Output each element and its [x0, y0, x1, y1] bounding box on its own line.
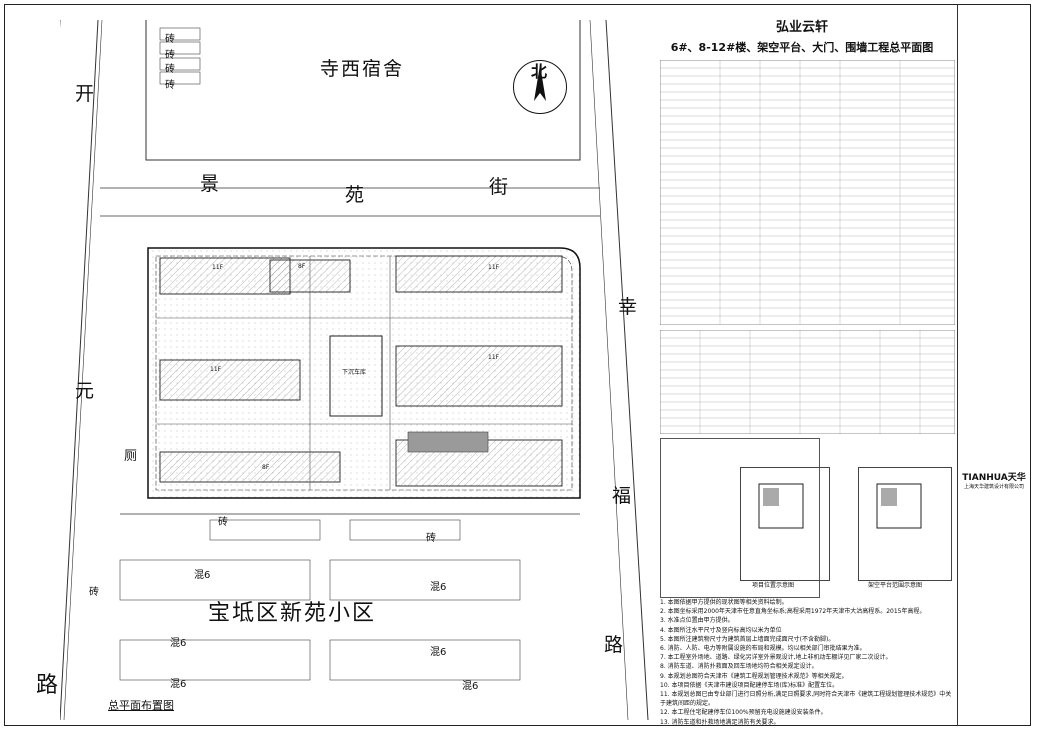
north-block-boundary — [145, 20, 581, 161]
keyplan-platform-drawing — [876, 483, 922, 529]
south-house-4 — [329, 639, 521, 681]
note-9: 9. 本规划总图符合天津市《建筑工程规划管理技术规范》等相关规定。 — [660, 672, 848, 680]
keyplan-platform-caption: 架空平台范围示意图 — [868, 582, 923, 589]
note-10: 10. 本项目依据《天津市建设项目配建停车场(库)标准》配置车位。 — [660, 681, 839, 689]
company-name-en: TIANHUA天华 — [962, 473, 1026, 483]
building-11f-ne — [395, 255, 563, 293]
building-8f-sw — [159, 451, 341, 483]
company-name-cn: 上海天华建筑设计有限公司 — [963, 484, 1024, 490]
keyplan-platform — [858, 467, 952, 581]
note-1: 1. 本图依据甲方提供的现状图等相关资料绘制。 — [660, 599, 788, 606]
building-11f-e — [395, 345, 563, 407]
north-brick-house-2 — [159, 41, 201, 55]
note-7: 7. 本工程室外场地、道路、绿化另详室外景观设计,地上非机动车棚详见厂家二次设计… — [660, 654, 892, 662]
title-strip — [957, 4, 1032, 726]
kaiyuan-road-edge-3 — [63, 20, 103, 720]
south-house-2 — [329, 559, 521, 601]
mixed-label-5: 混6 — [170, 679, 187, 690]
south-brick-2 — [349, 519, 461, 541]
stats-table-2 — [660, 330, 955, 434]
mixed-label-6: 混6 — [462, 681, 479, 692]
building-label-4: 11F — [210, 366, 222, 373]
brick-label-2: 砖 — [165, 50, 175, 61]
kaiyuan-road-edge-2 — [60, 20, 99, 720]
kaiyuan-char-2: 元 — [75, 380, 97, 402]
note-11: 11. 本规划总图已由专业部门进行日照分析,满足日照要求,同时符合天津市《建筑工… — [660, 691, 952, 708]
building-label-3: 8F — [298, 263, 306, 270]
south-house-3 — [119, 639, 311, 681]
south-house-1 — [119, 559, 311, 601]
note-6: 6. 消防、人防、电力等附属设施的布局和规模。均以相关部门审批结果为准。 — [660, 645, 866, 653]
north-brick-house-4 — [159, 71, 201, 85]
design-notes: 1. 本图依据甲方提供的现状图等相关资料绘制。 2. 本图坐标采用2000年天津… — [660, 598, 955, 727]
keyplan-location-caption: 项目位置示意图 — [752, 582, 795, 589]
stats-table-1 — [660, 60, 955, 325]
keyplan-location — [740, 467, 830, 581]
xingfu-road-edge-2 — [589, 20, 629, 720]
parking-fill — [407, 431, 489, 453]
brick-label-6: 砖 — [426, 533, 436, 544]
sunken-garage-label: 下沉车库 — [342, 369, 367, 376]
restroom-label: 厕 — [124, 449, 140, 464]
note-4: 4. 本图所注水平尺寸及竖向标高均以米为单位 — [660, 626, 782, 634]
north-brick-house-1 — [159, 27, 201, 41]
north-label: 北 — [531, 62, 548, 81]
note-12: 12. 本工程住宅配建停车位100%预留充电设施建设安装条件。 — [660, 709, 827, 717]
north-label: 寺西宿舍 — [320, 58, 405, 80]
jingyuan-char-3: 街 — [489, 176, 511, 198]
xingfu-char-3: 路 — [604, 634, 626, 656]
brick-label-5: 砖 — [218, 517, 228, 528]
jingyuan-char-1: 景 — [200, 173, 222, 195]
note-5: 5. 本图所注建筑物尺寸为建筑首层上墙面完成面尺寸(不含勒脚)。 — [660, 635, 835, 643]
building-11f-nw — [159, 257, 291, 295]
legend — [660, 438, 820, 598]
note-2: 2. 本图坐标采用2000年天津市任意直角坐标系;高程采用1972年天津市大沽高… — [660, 608, 926, 616]
mixed-label-3: 混6 — [170, 638, 187, 649]
mixed-label-2: 混6 — [430, 582, 447, 593]
mixed-label-1: 混6 — [194, 570, 211, 581]
note-3: 3. 水准点位置由甲方提供。 — [660, 617, 734, 625]
drawing-title: 6#、8-12#楼、架空平台、大门、围墙工程总平面图 — [670, 41, 934, 54]
site-plan — [60, 20, 649, 720]
south-brick-1 — [209, 519, 321, 541]
keyplan-location-drawing — [758, 483, 804, 529]
brick-label-1: 砖 — [165, 34, 175, 45]
north-arrow-icon — [513, 60, 567, 114]
title-block: 弘业云轩 6#、8-12#楼、架空平台、大门、围墙工程总平面图 — [657, 12, 947, 55]
brick-label-3: 砖 — [165, 64, 175, 75]
building-label-6: 8F — [262, 464, 270, 471]
company-block: TIANHUA天华 上海天华建筑设计有限公司 — [957, 470, 1031, 490]
note-8: 8. 消防车道、消防扑救面及回车场地均符合相关规定设计。 — [660, 663, 818, 671]
brick-label-4: 砖 — [165, 80, 175, 91]
building-label-2: 11F — [488, 264, 500, 271]
south-community-label: 宝坻区新苑小区 — [208, 601, 377, 626]
jingyuan-char-2: 苑 — [345, 184, 367, 206]
mixed-label-4: 混6 — [430, 647, 447, 658]
building-label-1: 11F — [212, 264, 224, 271]
building-11f-w — [159, 359, 301, 401]
building-label-5: 11F — [488, 354, 500, 361]
kaiyuan-char-1: 开 — [75, 83, 97, 105]
note-13: 13. 消防车道和扑救场地满足消防有关要求。 — [660, 718, 780, 726]
drawing-caption: 总平面布置图 — [108, 699, 174, 712]
north-brick-house-3 — [159, 57, 201, 71]
drawing-frame — [4, 4, 1031, 726]
bottom-left-road-label: 路 — [36, 673, 61, 698]
brick-label-7: 砖 — [89, 587, 99, 598]
xingfu-char-1: 幸 — [618, 296, 640, 318]
project-title: 弘业云轩 — [775, 20, 828, 35]
xingfu-char-2: 福 — [612, 485, 634, 507]
xingfu-road-edge-1 — [605, 20, 649, 720]
sunken-garage-box — [329, 335, 383, 417]
